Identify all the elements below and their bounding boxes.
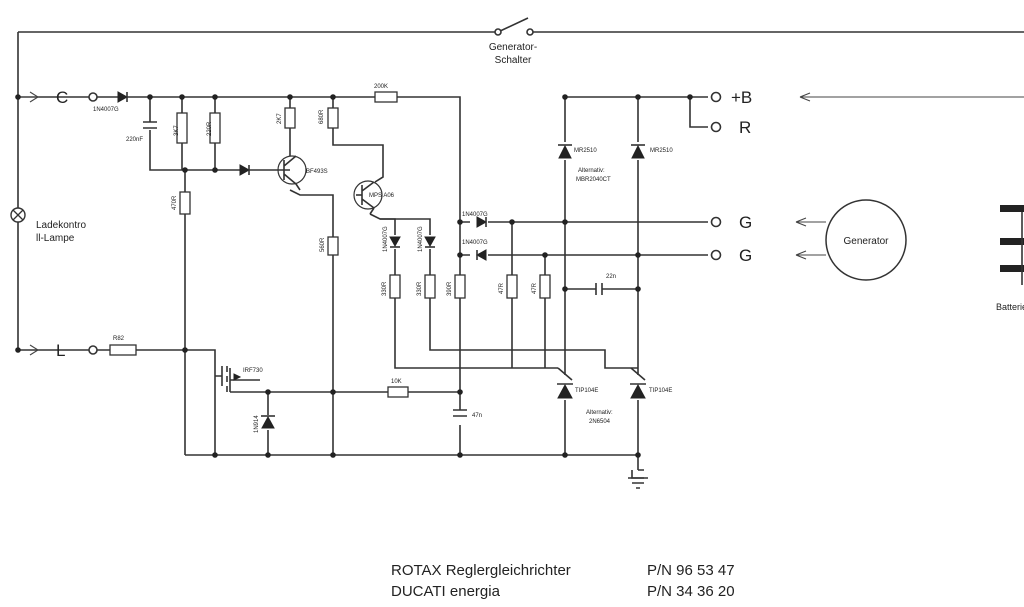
terminal-c [88,92,98,102]
label-q-mps-a06: MPS A06 [369,193,395,199]
cap-22n [595,283,603,295]
label-r-390r: 390R [447,281,453,296]
diode-b [424,236,436,248]
footer-pn-1: P/N 96 53 47 [647,562,735,579]
res-200k [374,91,398,103]
res-390r [454,274,466,299]
footer-name-1: ROTAX Reglergleichrichter [391,562,571,579]
terminal-r-label: R [739,118,751,137]
diode-g1 [476,216,488,228]
terminal-r [710,121,722,133]
res-l-series [109,344,137,356]
label-r-200k: 200K [374,84,388,90]
terminal-c-label: C [56,88,68,107]
label-d-1n4007-b: 1N4007G [418,226,424,252]
label-alt-2n-1: Alternativ: [586,410,613,416]
diode-c [117,91,129,103]
res-330r-a [389,274,401,299]
battery-symbol [1000,205,1024,285]
mosfet-irf730 [215,366,242,392]
res-2k7 [284,107,296,129]
label-d-mr2510-a: MR2510 [574,148,597,154]
label-r-220r: 220R [207,121,213,136]
res-3k7 [176,112,188,144]
label-c-220n: 220nF [126,137,143,143]
lamp-symbol [10,207,26,223]
res-470r [179,191,191,215]
footer-pn-2: P/N 34 36 20 [647,583,735,600]
label-r-47r-a: 47R [499,282,505,294]
footer-name-2: DUCATI energia [391,583,501,600]
label-d-mr2510-b: MR2510 [650,148,673,154]
label-scr-a: TIP104E [575,388,598,394]
thyristor-b [630,367,646,399]
label-r-680r: 680R [319,109,325,124]
diode-mr2510-a [558,144,572,159]
junctions [15,94,693,458]
res-220r [209,112,221,144]
generator-switch-label-2: Schalter [495,55,532,66]
label-d-1n4007-g1: 1N4007G [462,212,488,218]
terminal-g1 [710,216,722,228]
terminal-plus-b [710,91,722,103]
transistor-mps-a06 [353,180,383,215]
label-scr-b: TIP104E [649,388,672,394]
label-d-1n4007-g2: 1N4007G [462,240,488,246]
label-r-330r-a: 330R [382,281,388,296]
label-r-47r-b: 47R [532,282,538,294]
res-330r-b [424,274,436,299]
res-47r-b [539,274,551,299]
generator-symbol [825,199,907,281]
label-d-1n4007-a: 1N4007G [383,226,389,252]
thyristor-a [557,367,573,399]
label-alt-2n-2: 2N6504 [589,419,611,425]
terminal-g2-label: G [739,246,752,265]
diode-a [389,236,401,248]
battery-label: Batterie [996,302,1024,312]
components [10,28,1024,458]
diode-base [239,164,251,176]
terminal-plus-b-label: +B [731,88,752,107]
label-d-1n914: 1N914 [254,415,260,433]
label-r-330r-b: 330R [417,281,423,296]
res-47r-a [506,274,518,299]
terminal-l [88,345,98,355]
label-r-2k7: 2K7 [277,113,283,124]
generator-label: Generator [843,236,889,247]
res-560r [327,236,339,256]
switch-contact [526,28,534,36]
label-r-10k: 10K [391,379,402,385]
label-q-irf730: IRF730 [243,368,263,374]
terminal-g2 [710,249,722,261]
generator-switch-label-1: Generator- [489,42,537,53]
terminal-g1-label: G [739,213,752,232]
label-alt-mbr-1: Alternativ: [578,168,605,174]
switch-contact [494,28,502,36]
diode-1n914 [261,415,275,429]
cap-47n [453,409,467,417]
label-r-l-series: R82 [113,336,125,342]
label-r-560r: 560R [320,237,326,252]
diode-mr2510-b [631,144,645,159]
label-alt-mbr-2: MBR2040CT [576,177,611,183]
label-c-47n: 47n [472,413,482,419]
label-q-bf493: BF493S [306,169,328,175]
lamp-label-2: ll-Lampe [36,233,75,244]
label-c-22n: 22n [606,274,616,280]
lamp-label-1: Ladekontro [36,220,86,231]
label-d-1n4007-c: 1N4007G [93,107,119,113]
label-r-3k7: 3K7 [174,125,180,136]
transistor-bf493s [277,148,307,191]
label-r-470r: 470R [172,195,178,210]
terminal-l-label: L [56,341,65,360]
labels: C L +B R G G Generator- Schalter Ladekon… [36,42,1024,600]
cap-220n [143,121,157,129]
diode-g2 [475,249,487,261]
res-680r [327,107,339,129]
res-10k [387,386,409,398]
